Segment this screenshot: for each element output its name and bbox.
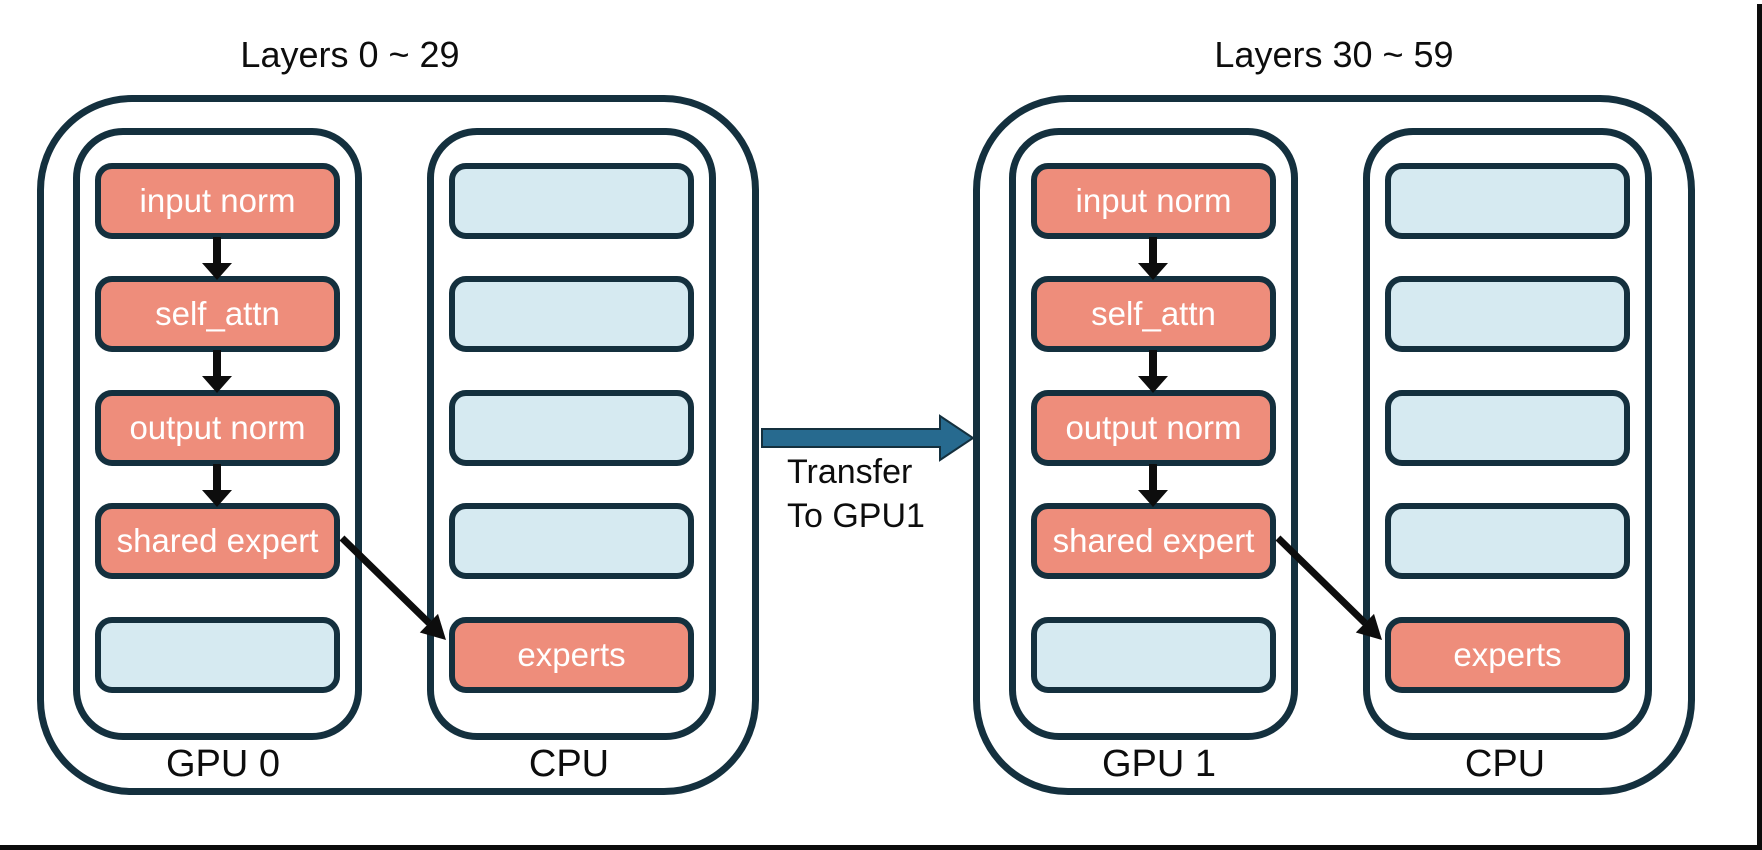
gpu0-label: GPU 0	[165, 743, 281, 785]
layer-box-empty	[449, 276, 694, 352]
layer-box-shared-expert: shared expert	[95, 503, 340, 579]
transfer-arrow-icon	[761, 414, 975, 462]
canvas-border-right	[1757, 4, 1762, 850]
canvas-border-bottom	[0, 845, 1762, 850]
layer-box-empty	[1031, 617, 1276, 693]
layer-box-label: output norm	[129, 409, 306, 446]
cpu-label-0: CPU	[528, 743, 610, 785]
layer-box-label: experts	[517, 636, 626, 673]
layer-box-label: self_attn	[155, 295, 280, 332]
group-title-layers-30-59: Layers 30 ~ 59	[1214, 34, 1454, 75]
layer-box-label: input norm	[139, 182, 296, 219]
layer-box-empty	[95, 617, 340, 693]
layer-box-label: self_attn	[1091, 295, 1216, 332]
gpu1-label: GPU 1	[1101, 743, 1217, 785]
layer-box-empty	[449, 163, 694, 239]
transfer-caption-line2: To GPU1	[787, 497, 925, 535]
layer-box-label: output norm	[1065, 409, 1242, 446]
layer-box-empty	[1385, 390, 1630, 466]
layer-box-self-attn: self_attn	[95, 276, 340, 352]
layer-box-experts: experts	[449, 617, 694, 693]
layer-box-label: input norm	[1075, 182, 1232, 219]
layer-box-input-norm: input norm	[95, 163, 340, 239]
layer-box-shared-expert: shared expert	[1031, 503, 1276, 579]
transfer-caption-line1: Transfer	[787, 453, 913, 491]
layer-box-experts: experts	[1385, 617, 1630, 693]
group-title-layers-0-29: Layers 0 ~ 29	[240, 34, 460, 75]
node-group-0: input norm self_attn output norm shared …	[37, 95, 759, 795]
layer-box-label: shared expert	[1052, 522, 1255, 559]
layer-box-empty	[449, 390, 694, 466]
layer-box-empty	[1385, 163, 1630, 239]
transfer-caption: Transfer To GPU1	[787, 450, 925, 538]
layer-box-output-norm: output norm	[95, 390, 340, 466]
layer-box-label: shared expert	[116, 522, 319, 559]
layer-box-self-attn: self_attn	[1031, 276, 1276, 352]
node-group-1: input norm self_attn output norm shared …	[973, 95, 1695, 795]
layer-box-label: experts	[1453, 636, 1562, 673]
layer-box-input-norm: input norm	[1031, 163, 1276, 239]
layer-box-output-norm: output norm	[1031, 390, 1276, 466]
layer-box-empty	[1385, 503, 1630, 579]
layer-box-empty	[449, 503, 694, 579]
cpu-label-1: CPU	[1464, 743, 1546, 785]
layer-box-empty	[1385, 276, 1630, 352]
